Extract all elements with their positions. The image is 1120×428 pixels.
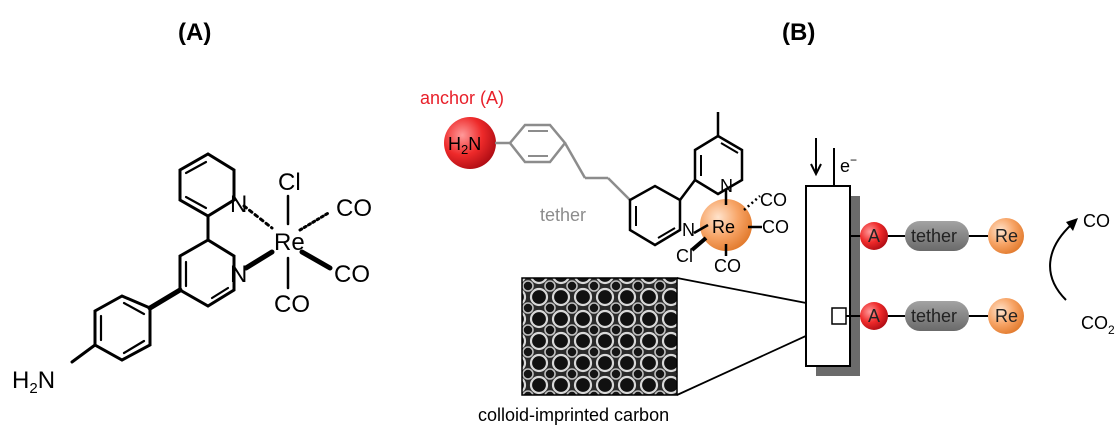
anchor-label: anchor (A) [420, 88, 504, 108]
phenyl-ring-a [93, 294, 152, 362]
tether-label-b: tether [540, 205, 586, 225]
anchor-symbol-upper: A [868, 226, 880, 246]
zoom-box [831, 307, 847, 325]
co-label-bottom-a: CO [274, 291, 310, 318]
metal-label-b: Re [712, 217, 735, 237]
anchor-symbol-lower: A [868, 306, 880, 326]
pyridine-ring-bottom [178, 238, 236, 308]
co-label-top-a: CO [336, 195, 372, 222]
re-text-lower: Re [995, 306, 1018, 326]
panel-label-b: (B) [782, 19, 815, 46]
n-label-b-bottom: N [682, 220, 695, 240]
reactant-co: CO [1081, 313, 1108, 333]
anchor-sphere [444, 117, 496, 169]
pyridine-ring-b-top [693, 134, 744, 196]
tether-text-upper: tether [911, 226, 957, 246]
co-label-right-a: CO [334, 261, 370, 288]
molecule-a [70, 152, 333, 364]
electrode [805, 185, 851, 367]
amine-label-b: H2N [448, 134, 481, 157]
product-label: CO [1083, 211, 1110, 231]
electron-label: e− [840, 153, 857, 176]
reaction-arrow [1049, 223, 1073, 301]
pyridine-ring-b-bottom [628, 184, 682, 247]
re-sphere-upper [988, 218, 1024, 254]
tether-text-lower: tether [911, 306, 957, 326]
n-label-top-a: N [230, 191, 247, 218]
anchor-sphere-upper [860, 222, 888, 250]
co-label-b-2: CO [762, 217, 789, 237]
reactant-label: CO2 [1081, 313, 1115, 337]
bipyridine-b [628, 112, 762, 256]
tether-pill-upper [905, 221, 969, 251]
pyridine-ring-top [178, 152, 236, 218]
amine-sub-a: 2 [29, 380, 37, 397]
carbon-micrograph [521, 277, 678, 396]
amine-h-a: H [12, 367, 29, 394]
electron-arrows [810, 138, 835, 186]
electron-sup: − [850, 153, 857, 167]
panel-label-a: (A) [178, 19, 211, 46]
amine-n-a: N [38, 367, 55, 394]
re-text-upper: Re [995, 226, 1018, 246]
reactant-sub: 2 [1108, 323, 1115, 337]
n-label-bottom-a: N [230, 261, 247, 288]
co-label-b-1: CO [760, 190, 787, 210]
reaction-arrowhead [1066, 218, 1078, 231]
amine-label-a: H2N [12, 367, 55, 397]
n-label-b-top: N [720, 176, 733, 196]
re-sphere-lower [988, 298, 1024, 334]
metal-label-a: Re [274, 229, 305, 256]
electron-e: e [840, 156, 850, 176]
co-label-b-3: CO [714, 256, 741, 276]
anchor-sphere-lower [860, 302, 888, 330]
amine-sub-b: 2 [461, 142, 468, 157]
tether-pill-lower [905, 301, 969, 331]
cl-label-b: Cl [676, 246, 693, 266]
tether-chain [495, 123, 631, 201]
cl-label-a: Cl [278, 169, 301, 196]
amine-h-b: H [448, 134, 461, 154]
micrograph-caption: colloid-imprinted carbon [478, 405, 669, 425]
amine-n-b: N [468, 134, 481, 154]
re-sphere-b [700, 199, 752, 251]
